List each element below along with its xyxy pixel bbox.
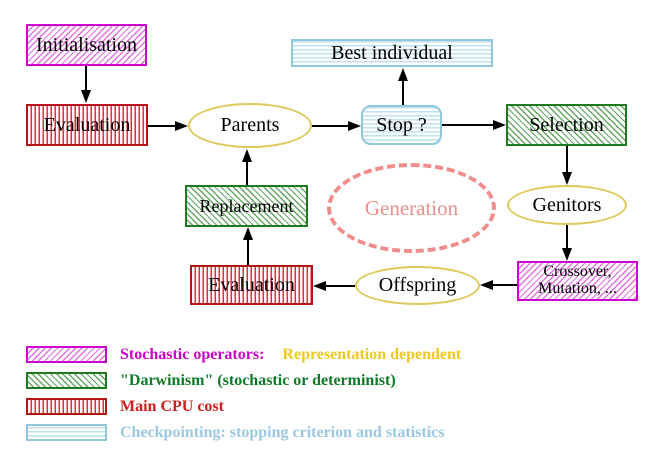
- legend-label-stochastic-operators: Stochastic operators: Representation dep…: [120, 346, 461, 364]
- node-genitors-label: Genitors: [532, 193, 602, 216]
- node-crossover-line2: Mutation, ...: [538, 280, 617, 297]
- legend-label-main-cpu-cost: Main CPU cost: [120, 398, 224, 415]
- node-evaluation-bottom-label: Evaluation: [208, 273, 295, 296]
- node-evaluation-bottom: Evaluation: [190, 265, 313, 305]
- generation-cycle-ellipse: Generation: [327, 163, 496, 253]
- node-selection: Selection: [506, 104, 627, 146]
- node-stop: Stop ?: [361, 105, 442, 145]
- node-crossover-mutation: Crossover, Mutation, ...: [517, 261, 638, 301]
- node-offspring-label: Offspring: [378, 274, 457, 296]
- node-best-individual: Best individual: [291, 39, 493, 67]
- node-crossover-line1: Crossover,: [543, 263, 612, 281]
- legend-swatch-stochastic-operators: [26, 346, 107, 363]
- node-offspring: Offspring: [355, 266, 480, 305]
- node-evaluation-top: Evaluation: [26, 104, 148, 146]
- legend-text-stochastic-operators: Stochastic operators:: [120, 346, 265, 363]
- generation-label: Generation: [364, 195, 459, 220]
- legend-swatch-darwinism: [26, 372, 107, 389]
- legend-text-representation-dependent: Representation dependent: [282, 346, 462, 363]
- node-selection-label: Selection: [529, 113, 604, 136]
- node-best-individual-label: Best individual: [331, 41, 453, 64]
- node-initialisation-label: Initialisation: [35, 33, 138, 56]
- node-evaluation-top-label: Evaluation: [43, 113, 131, 136]
- node-genitors: Genitors: [507, 185, 627, 225]
- node-replacement: Replacement: [185, 185, 308, 227]
- node-stop-label: Stop ?: [376, 113, 427, 136]
- legend-label-darwinism: "Darwinism" (stochastic or determinist): [120, 372, 396, 389]
- node-parents-label: Parents: [220, 114, 280, 136]
- node-initialisation: Initialisation: [26, 24, 147, 66]
- legend-label-checkpointing: Checkpointing: stopping criterion and st…: [120, 424, 445, 441]
- legend-swatch-main-cpu-cost: [26, 398, 107, 415]
- legend-swatch-checkpointing: [26, 424, 107, 441]
- node-parents: Parents: [188, 103, 312, 148]
- node-replacement-label: Replacement: [199, 195, 294, 216]
